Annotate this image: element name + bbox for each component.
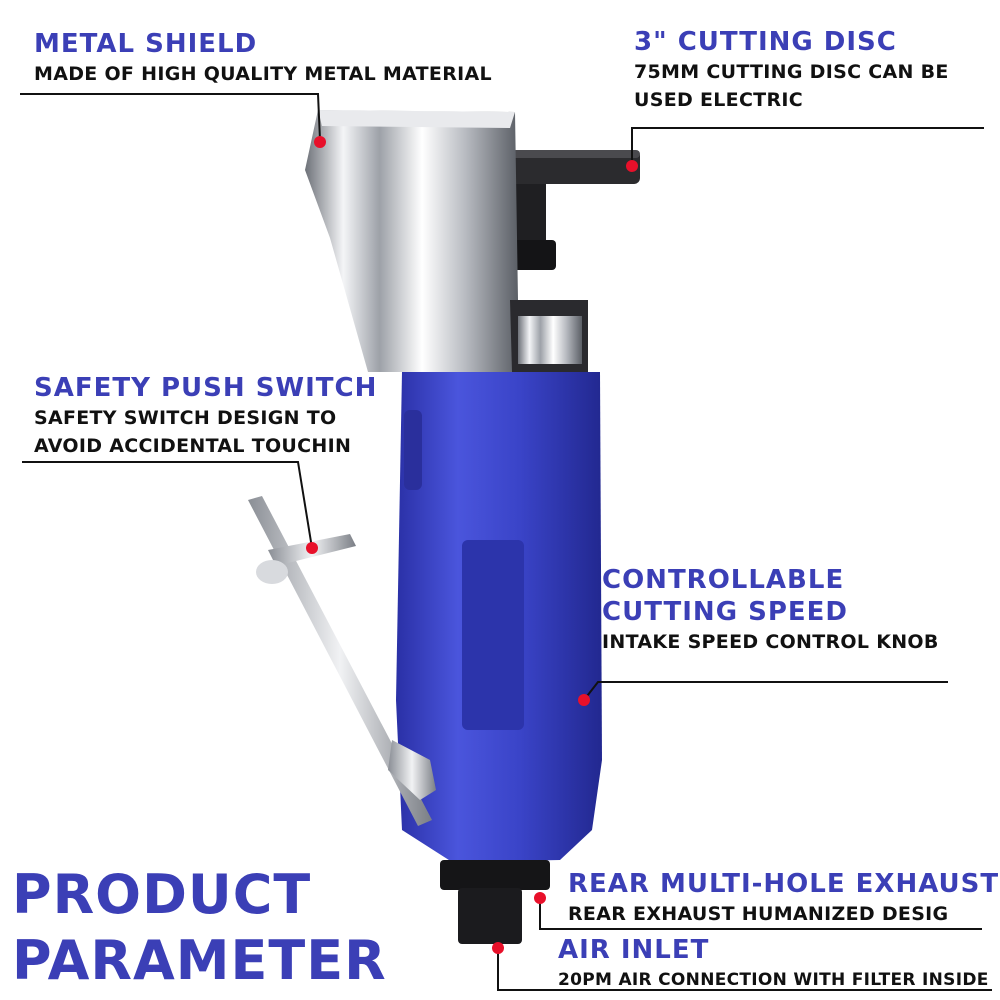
heading-parameter: PARAMETER [12,929,387,992]
safety-lever-icon [248,496,436,826]
callout-desc: 75MM CUTTING DISC CAN BE [634,61,949,83]
callout-metal-shield: METAL SHIELD MADE OF HIGH QUALITY METAL … [34,28,492,88]
tool-body-icon [396,372,602,944]
callout-desc: SAFETY SWITCH DESIGN TO [34,407,337,429]
leader-lines [20,93,992,991]
metal-shield-icon [305,110,588,372]
callout-title: REAR MULTI-HOLE EXHAUST [568,869,1000,899]
callout-markers [306,136,638,954]
callout-safety-switch: SAFETY PUSH SWITCH SAFETY SWITCH DESIGN … [34,372,377,460]
callout-title: METAL SHIELD [34,29,258,59]
callout-title: SAFETY PUSH SWITCH [34,373,378,403]
callout-desc: MADE OF HIGH QUALITY METAL MATERIAL [34,63,492,85]
callout-desc: 20PM AIR CONNECTION WITH FILTER INSIDE [558,970,989,990]
callout-desc: INTAKE SPEED CONTROL KNOB [602,631,939,653]
callout-rear-exhaust: REAR MULTI-HOLE EXHAUST REAR EXHAUST HUM… [568,868,999,928]
callout-cutting-speed: CONTROLLABLE CUTTING SPEED INTAKE SPEED … [602,564,939,656]
callout-title: AIR INLET [558,935,710,965]
heading-product: PRODUCT [12,863,312,926]
callout-cutting-disc: 3" CUTTING DISC 75MM CUTTING DISC CAN BE… [634,26,949,114]
callout-air-inlet: AIR INLET 20PM AIR CONNECTION WITH FILTE… [558,934,989,994]
callout-desc: REAR EXHAUST HUMANIZED DESIG [568,903,949,925]
callout-title: CUTTING SPEED [602,597,848,627]
callout-title: CONTROLLABLE [602,565,845,595]
callout-desc: AVOID ACCIDENTAL TOUCHIN [34,435,352,457]
callout-title: 3" CUTTING DISC [634,27,897,57]
callout-desc: USED ELECTRIC [634,89,803,111]
